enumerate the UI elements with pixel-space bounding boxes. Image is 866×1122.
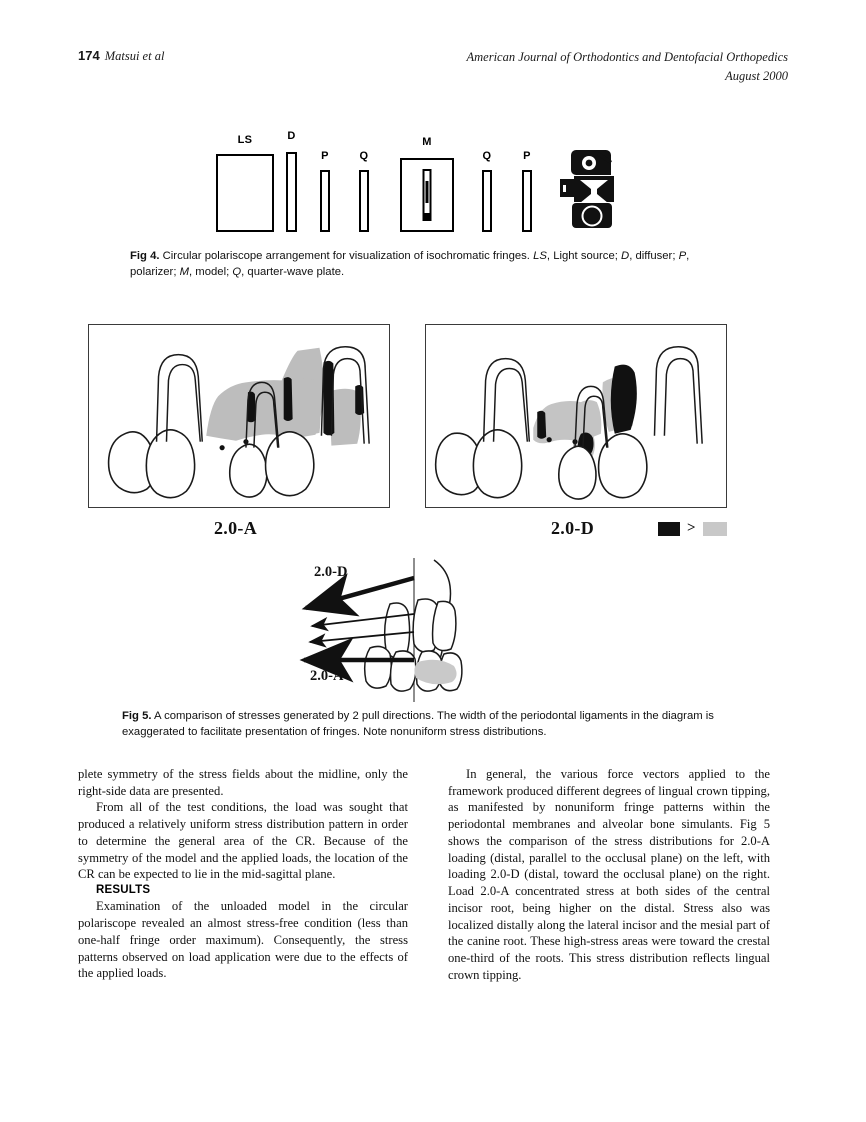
stress-field-drawing-d xyxy=(434,346,703,500)
legend-symbol-q: Q xyxy=(232,266,242,279)
polariscope-bench: LS D P Q M xyxy=(78,118,788,238)
optic-quarter-wave-1: Q xyxy=(359,150,371,234)
optic-quarter-wave-2: Q xyxy=(482,150,494,234)
paragraph-continued: plete symmetry of the stress fields abou… xyxy=(78,767,408,798)
root-outlines xyxy=(155,346,370,448)
paragraph-test-conditions: From all of the test conditions, the loa… xyxy=(78,800,408,882)
optic-diffuser: D xyxy=(286,130,299,234)
running-head-left: 174 Matsui et al xyxy=(78,48,164,64)
force-vector-intermediate-1 xyxy=(310,613,415,632)
legend-meaning-q: , quarter-wave plate. xyxy=(241,266,345,279)
body-column-right: In general, the various force vectors ap… xyxy=(448,766,770,984)
optic-label-q1: Q xyxy=(359,150,369,162)
tooth-outlines xyxy=(434,429,648,500)
legend-meaning-p: , polarizer; xyxy=(130,250,690,279)
optic-light-source: LS xyxy=(216,134,276,234)
legend-meaning-ls: , Light source; xyxy=(546,250,622,262)
optic-label-p1: P xyxy=(321,150,329,162)
page-folio: 174 xyxy=(78,48,100,63)
light-source-plate xyxy=(216,154,276,234)
quarter-wave-plate-2 xyxy=(482,170,494,234)
model-specimen-slot xyxy=(422,169,432,221)
model-plate xyxy=(400,158,456,234)
body-column-left: plete symmetry of the stress fields abou… xyxy=(78,766,408,982)
figure-4-caption-number: Fig 4. xyxy=(130,250,160,262)
legend-symbol-d: D xyxy=(621,250,630,262)
paragraph-results-opening: Examination of the unloaded model in the… xyxy=(78,899,408,981)
optic-label-p2: P xyxy=(523,150,531,162)
force-vector-2-0-d xyxy=(301,573,415,617)
figure-5-caption-text: A comparison of stresses generated by 2 … xyxy=(122,710,714,739)
root-outlines xyxy=(482,346,703,448)
legend-swatch-low-stress xyxy=(702,521,727,536)
quarter-wave-plate-1 xyxy=(359,170,371,234)
camera-glyph xyxy=(560,150,614,228)
stress-gray-regions xyxy=(206,347,361,446)
running-head-authors: Matsui et al xyxy=(104,49,165,63)
panel-label-2-0-d: 2.0-D xyxy=(551,518,594,538)
figure-4-image: LS D P Q M xyxy=(78,118,788,238)
arrow-label-2-0-a: 2.0-A xyxy=(310,668,344,684)
optic-label-m: M xyxy=(422,136,432,148)
arrow-label-2-0-d: 2.0-D xyxy=(314,564,348,580)
section-heading-results: RESULTS xyxy=(96,884,151,897)
stress-dark-regions xyxy=(537,364,637,455)
legend-symbol-ls: LS xyxy=(533,250,547,262)
pull-direction-drawing xyxy=(299,558,463,702)
figure-4-caption-text: Circular polariscope arrangement for vis… xyxy=(159,250,534,262)
panel-label-2-0-a: 2.0-A xyxy=(214,518,257,538)
stress-field-drawing-a xyxy=(107,346,370,499)
optic-model: M xyxy=(400,136,456,234)
legend-comparator: > xyxy=(687,520,696,536)
optic-label-ls: LS xyxy=(237,134,253,146)
tooth-outlines xyxy=(107,429,315,499)
optic-polarizer-2: P xyxy=(522,150,534,234)
optic-label-d: D xyxy=(287,130,296,142)
running-head: 174 Matsui et al American Journal of Orth… xyxy=(78,48,788,92)
optic-polarizer-1: P xyxy=(320,150,332,234)
running-head-right: American Journal of Orthodontics and Den… xyxy=(467,48,789,87)
occlusal-stress-shading xyxy=(414,659,457,685)
stress-panel-2-0-d xyxy=(425,324,727,508)
polarizer-plate-1 xyxy=(320,170,332,234)
issue-date: August 2000 xyxy=(725,69,788,84)
legend-meaning-m: , model; xyxy=(189,266,233,279)
camera-icon xyxy=(558,146,628,232)
figure-4-caption: Fig 4. Circular polariscope arrangement … xyxy=(130,248,730,281)
stress-panel-2-0-a xyxy=(88,324,390,508)
diffuser-plate xyxy=(286,152,299,234)
optic-label-q2: Q xyxy=(482,150,492,162)
pull-direction-diagram: 2.0-D 2.0-A xyxy=(292,556,572,704)
legend-meaning-d: , diffuser; xyxy=(629,250,679,262)
polarizer-plate-2 xyxy=(522,170,534,234)
legend-symbol-p: P xyxy=(678,250,687,262)
journal-title: American Journal of Orthodontics and Den… xyxy=(466,50,789,64)
stress-intensity-legend: > xyxy=(658,520,727,537)
figure-5-caption: Fig 5. A comparison of stresses generate… xyxy=(122,708,744,741)
paragraph-force-vectors: In general, the various force vectors ap… xyxy=(448,767,770,982)
legend-symbol-m: M xyxy=(179,266,190,279)
legend-swatch-high-stress xyxy=(658,521,680,536)
figure-5-caption-number: Fig 5. xyxy=(122,710,152,722)
